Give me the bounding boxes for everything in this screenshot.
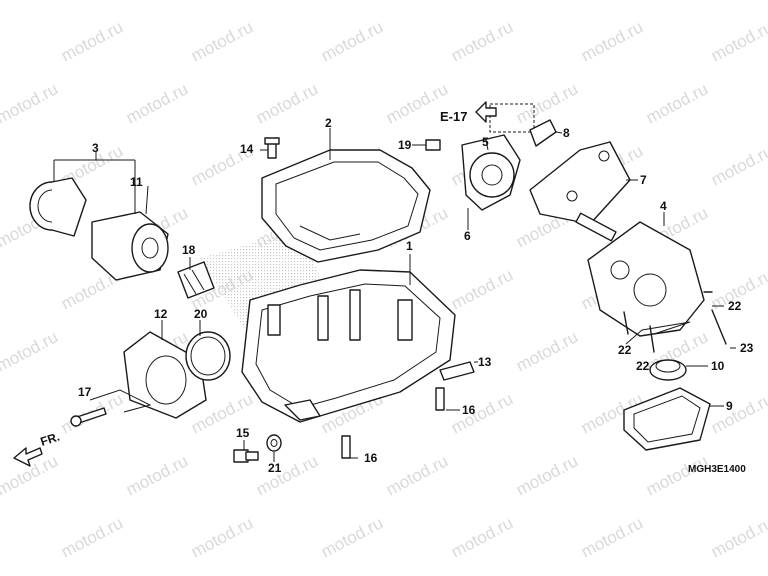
- chain-guide-8: [529, 119, 557, 147]
- watermark-text: motod.ru: [448, 513, 516, 561]
- callout-17: 17: [78, 385, 92, 399]
- bolt-16b: [435, 387, 445, 411]
- callout-7: 7: [640, 173, 647, 187]
- watermark-text: motod.ru: [448, 265, 516, 313]
- watermark-text: motod.ru: [58, 513, 126, 561]
- callout-4: 4: [660, 199, 667, 213]
- oil-strainer: [623, 387, 711, 451]
- front-label: FR.: [39, 430, 62, 449]
- watermark-text: motod.ru: [708, 17, 768, 65]
- watermark-text: motod.ru: [188, 17, 256, 65]
- callout-9: 9: [726, 399, 733, 413]
- bolt-15: [233, 449, 259, 463]
- bolt-16a: [341, 435, 351, 459]
- reference-label: E-17: [440, 109, 467, 124]
- callout-8: 8: [563, 126, 570, 140]
- callout-22c: 22: [636, 359, 650, 373]
- callout-10: 10: [711, 359, 725, 373]
- watermark-text: motod.ru: [708, 389, 768, 437]
- relief-spring: [177, 261, 215, 299]
- reference-box: [475, 101, 535, 133]
- pump-bolts: [623, 291, 727, 353]
- bolt-14: [264, 137, 280, 159]
- watermark-text: motod.ru: [318, 17, 386, 65]
- bracket-13: [439, 361, 475, 381]
- callout-15: 15: [236, 426, 250, 440]
- watermark-text: motod.ru: [318, 513, 386, 561]
- callout-5: 5: [482, 135, 489, 149]
- callout-11: 11: [130, 175, 143, 189]
- drive-chain: [461, 134, 521, 211]
- watermark-text: motod.ru: [708, 513, 768, 561]
- watermark-text: motod.ru: [448, 17, 516, 65]
- oil-filter: [91, 211, 169, 281]
- watermark-text: motod.ru: [58, 17, 126, 65]
- callout-12: 12: [154, 307, 168, 321]
- watermark-text: motod.ru: [448, 389, 516, 437]
- callout-23: 23: [740, 341, 754, 355]
- callout-16b: 16: [462, 403, 476, 417]
- watermark-text: motod.ru: [513, 327, 581, 375]
- watermark-text: motod.ru: [578, 513, 646, 561]
- bolt-19: [425, 139, 441, 151]
- watermark-text: motod.ru: [0, 327, 61, 375]
- watermark-text: motod.ru: [578, 17, 646, 65]
- callout-22a: 22: [728, 299, 742, 313]
- watermark-text: motod.ru: [0, 79, 61, 127]
- oil-pump: [575, 212, 705, 337]
- callout-22b: 22: [618, 343, 632, 357]
- watermark-text: motod.ru: [513, 0, 581, 4]
- oil-pan: [241, 269, 456, 423]
- strainer-collar: [649, 359, 687, 381]
- diagram-code: MGH3E1400: [688, 464, 746, 475]
- callout-16a: 16: [364, 451, 378, 465]
- watermark-text: motod.ru: [643, 0, 711, 4]
- callout-1: 1: [406, 239, 413, 253]
- watermark-text: motod.ru: [123, 79, 191, 127]
- callout-19: 19: [398, 138, 412, 152]
- callout-14: 14: [240, 142, 254, 156]
- washer-21: [266, 434, 282, 452]
- bolt-17: [70, 407, 107, 427]
- callout-labels: 1 2 3 4 5 6 7 8 9 10 11 12 13 14 15 16 1…: [39, 109, 754, 475]
- watermark-text: motod.ru: [383, 451, 451, 499]
- watermark-text: motod.ru: [188, 513, 256, 561]
- watermark-text: motod.ru: [0, 0, 61, 4]
- front-arrow-icon: [13, 447, 43, 467]
- callout-21: 21: [268, 461, 282, 475]
- watermark-text: motod.ru: [253, 451, 321, 499]
- callout-6: 6: [464, 229, 471, 243]
- watermark-text: motod.ru: [123, 0, 191, 4]
- watermark-text: motod.ru: [253, 0, 321, 4]
- callout-2: 2: [325, 116, 332, 130]
- callout-3: 3: [92, 141, 99, 155]
- watermark-text: motod.ru: [123, 451, 191, 499]
- callout-18: 18: [182, 243, 196, 257]
- callout-13: 13: [478, 355, 492, 369]
- leader-lines: [53, 128, 736, 462]
- watermark-text: motod.ru: [643, 451, 711, 499]
- pump-gasket: [529, 141, 631, 225]
- oil-cooler: [29, 177, 87, 237]
- callout-20: 20: [194, 307, 208, 321]
- o-ring: [185, 331, 231, 381]
- watermark-text: motod.ru: [708, 141, 768, 189]
- watermark-text: motod.ru: [253, 79, 321, 127]
- watermark-text: motod.ru: [383, 0, 451, 4]
- watermark-text: motod.ru: [513, 451, 581, 499]
- oil-pan-gasket: [261, 149, 431, 263]
- watermark-text: motod.ru: [643, 79, 711, 127]
- watermark-text: motod.ru: [513, 79, 581, 127]
